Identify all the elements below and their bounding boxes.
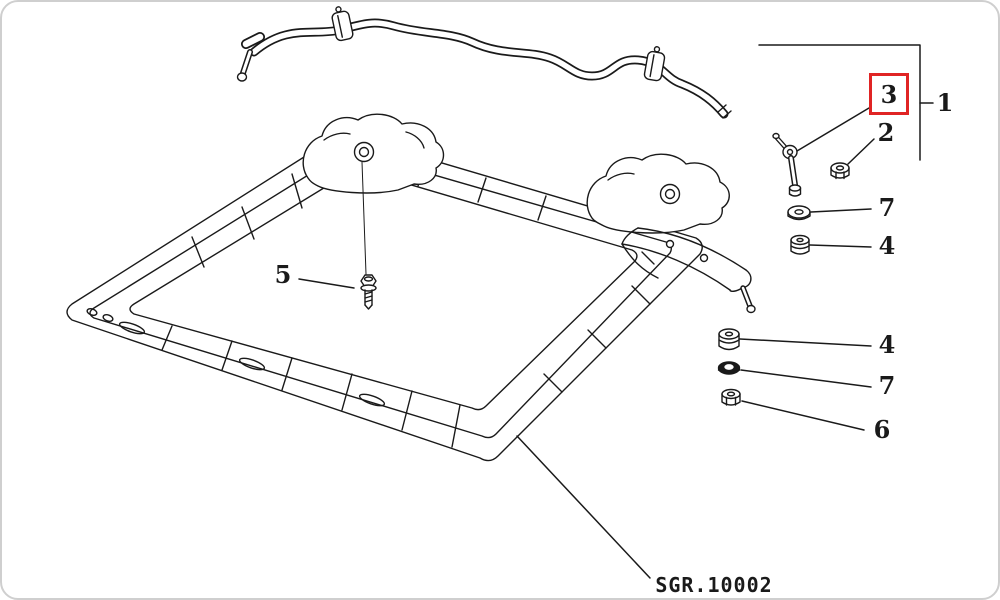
nut-part-2 [830,162,850,180]
callout-5[interactable]: 5 [275,263,292,287]
nut-part-6 [721,388,741,406]
washer-part-7-upper [787,205,811,221]
stabilizer-link-part-3 [772,132,802,197]
washer-part-7-lower [717,361,741,375]
callout-6[interactable]: 6 [874,418,891,442]
callout-4-upper-label: 4 [878,231,896,260]
bushing-part-4-lower [718,328,740,351]
callout-1[interactable]: 1 [937,91,954,115]
callout-5-label: 5 [274,260,292,289]
bar-clamp-left [331,6,354,42]
callout-6-label: 6 [873,415,891,444]
callout-7-lower-label: 7 [878,371,896,400]
callout-7-lower[interactable]: 7 [879,374,896,398]
callout-1-label: 1 [936,88,954,117]
control-arm [621,227,756,314]
callout-3-highlight-box[interactable]: 3 [869,73,909,115]
callout-4-upper[interactable]: 4 [879,234,896,258]
callout-7-upper-label: 7 [878,193,896,222]
callout-3-label: 3 [880,79,898,109]
bolt-part-5 [360,161,377,310]
callout-2[interactable]: 2 [878,121,895,145]
callout-2-label: 2 [877,118,895,147]
figure-code-text: SGR.10002 [655,573,773,597]
callout-7-upper[interactable]: 7 [879,196,896,220]
callout-4-lower[interactable]: 4 [879,333,896,357]
callout-4-lower-label: 4 [878,330,896,359]
bar-clamp-right [643,46,666,82]
left-mount-bracket [302,113,445,194]
right-mount-bracket [586,153,730,234]
subframe-crossmember [66,134,703,462]
stabilizer-bar [236,6,732,119]
leader-lines [298,44,934,579]
bushing-part-4-upper [790,234,810,255]
figure-code: SGR.10002 [655,573,772,597]
